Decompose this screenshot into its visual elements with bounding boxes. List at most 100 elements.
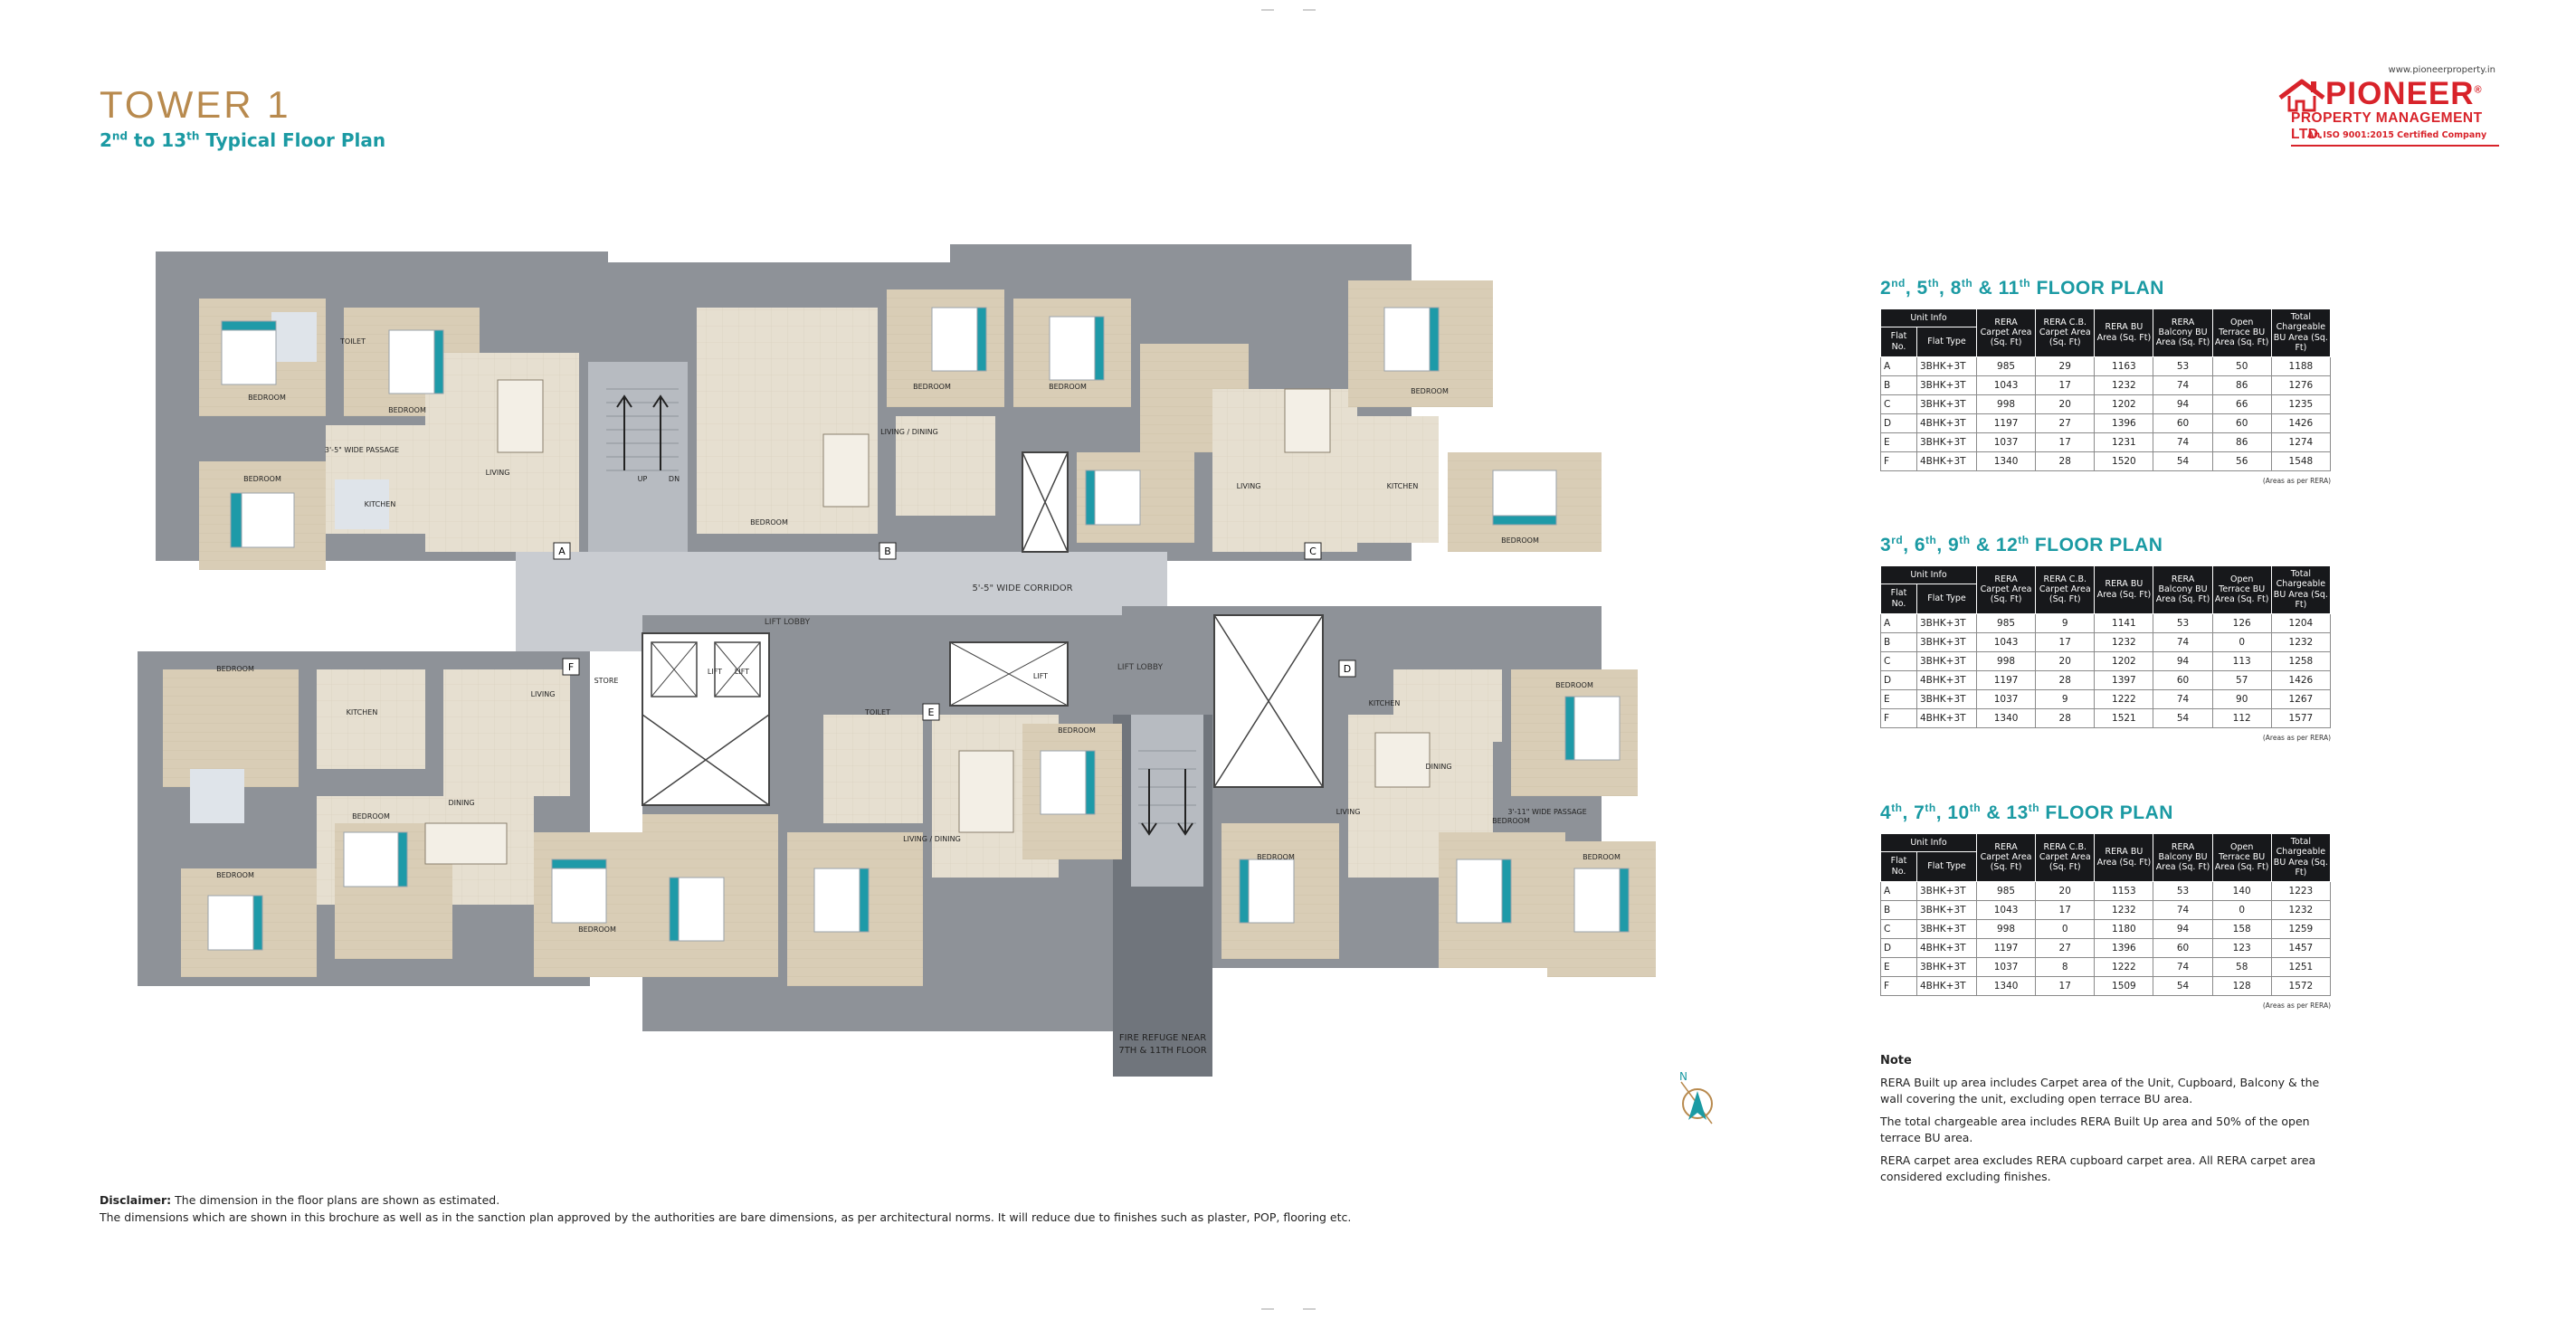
svg-text:BEDROOM: BEDROOM	[1049, 383, 1087, 391]
svg-text:TOILET: TOILET	[864, 708, 890, 716]
header-flat-type: Flat Type	[1916, 327, 1977, 357]
area-cell: 53	[2153, 612, 2213, 633]
area-cell: 28	[2035, 707, 2096, 728]
area-cell: 56	[2211, 451, 2272, 471]
svg-text:BEDROOM: BEDROOM	[243, 475, 281, 483]
flat-type-cell: 3BHK+3T	[1916, 631, 1977, 652]
area-cell: 1340	[1975, 707, 2037, 728]
svg-text:KITCHEN: KITCHEN	[1369, 699, 1401, 707]
area-cell: 1548	[2270, 451, 2332, 471]
svg-text:LIVING: LIVING	[1237, 482, 1261, 490]
area-cell: 0	[2211, 899, 2272, 920]
svg-text:LIFT: LIFT	[1033, 672, 1048, 680]
area-cell: 1457	[2270, 937, 2332, 958]
rera-footnote: (Areas as per RERA)	[2262, 1001, 2331, 1010]
area-cell: 0	[2211, 631, 2272, 652]
area-cell: 1204	[2270, 612, 2332, 633]
area-cell: 94	[2153, 650, 2213, 671]
svg-text:KITCHEN: KITCHEN	[365, 500, 396, 508]
flat-no-cell: F	[1880, 707, 1917, 728]
furniture-dining	[424, 379, 1431, 865]
header-flat-type: Flat Type	[1916, 584, 1977, 614]
unit-markers: A B C D E F	[553, 542, 1356, 721]
area-cell: 17	[2035, 631, 2096, 652]
header-balcony-bu: RERA Balcony BU Area (Sq. Ft)	[2153, 308, 2213, 357]
area-cell: 1180	[2094, 918, 2154, 939]
area-cell: 20	[2035, 394, 2096, 414]
header-cb-carpet: RERA C.B. Carpet Area (Sq. Ft)	[2035, 308, 2096, 357]
flat-type-cell: 3BHK+3T	[1916, 394, 1977, 414]
area-cell: 998	[1975, 650, 2037, 671]
area-cell: 1202	[2094, 650, 2154, 671]
area-cell: 28	[2035, 669, 2096, 690]
area-cell: 1577	[2270, 707, 2332, 728]
note-item: RERA carpet area excludes RERA cupboard …	[1880, 1153, 2316, 1183]
area-cell: 1572	[2270, 975, 2332, 996]
area-cell: 1037	[1975, 956, 2037, 977]
header-rera-carpet: RERA Carpet Area (Sq. Ft)	[1975, 308, 2037, 357]
area-cell: 1267	[2270, 688, 2332, 709]
flat-type-cell: 3BHK+3T	[1916, 899, 1977, 920]
area-cell: 74	[2153, 631, 2213, 652]
area-cell: 53	[2153, 880, 2213, 901]
area-cell: 1276	[2270, 375, 2332, 395]
area-cell: 1259	[2270, 918, 2332, 939]
area-cell: 985	[1975, 880, 2037, 901]
svg-text:3'-5" WIDE PASSAGE: 3'-5" WIDE PASSAGE	[325, 446, 399, 454]
header-bu-area: RERA BU Area (Sq. Ft)	[2094, 308, 2154, 357]
area-cell: 20	[2035, 880, 2096, 901]
floor-table-title-1: 2nd, 5th, 8th & 11th FLOOR PLAN	[1880, 277, 2164, 299]
svg-text:BEDROOM: BEDROOM	[248, 394, 286, 402]
flat-no-cell: B	[1880, 375, 1917, 395]
area-cell: 140	[2211, 880, 2272, 901]
area-cell: 74	[2153, 432, 2213, 452]
flat-type-cell: 3BHK+3T	[1916, 375, 1977, 395]
area-cell: 1396	[2094, 413, 2154, 433]
area-cell: 60	[2211, 413, 2272, 433]
iso-certification: An ISO 9001:2015 Certified Company	[2307, 130, 2487, 140]
area-cell: 9	[2035, 612, 2096, 633]
flat-type-cell: 3BHK+3T	[1916, 688, 1977, 709]
flat-no-cell: A	[1880, 612, 1917, 633]
area-cell: 1232	[2094, 631, 2154, 652]
svg-text:LIFT: LIFT	[708, 668, 722, 676]
area-cell: 86	[2211, 432, 2272, 452]
disclaimer: Disclaimer: The dimension in the floor p…	[100, 1192, 1511, 1227]
area-cell: 1231	[2094, 432, 2154, 452]
flat-no-cell: E	[1880, 956, 1917, 977]
svg-text:BEDROOM: BEDROOM	[1555, 681, 1593, 689]
area-cell: 54	[2153, 975, 2213, 996]
svg-text:BEDROOM: BEDROOM	[1411, 387, 1449, 395]
header-balcony-bu: RERA Balcony BU Area (Sq. Ft)	[2153, 833, 2213, 882]
area-cell: 94	[2153, 918, 2213, 939]
area-cell: 985	[1975, 356, 2037, 376]
area-cell: 53	[2153, 356, 2213, 376]
area-cell: 985	[1975, 612, 2037, 633]
area-cell: 1037	[1975, 432, 2037, 452]
svg-text:BEDROOM: BEDROOM	[388, 406, 426, 414]
area-cell: 1197	[1975, 669, 2037, 690]
header-rera-carpet: RERA Carpet Area (Sq. Ft)	[1975, 565, 2037, 614]
crop-mark	[1261, 1308, 1274, 1310]
svg-text:BEDROOM: BEDROOM	[1058, 726, 1096, 735]
svg-text:DINING: DINING	[448, 799, 474, 807]
area-cell: 0	[2035, 918, 2096, 939]
area-cell: 54	[2153, 707, 2213, 728]
furniture-beds	[207, 307, 1630, 951]
header-unit-info: Unit Info	[1880, 565, 1977, 585]
area-cell: 1222	[2094, 956, 2154, 977]
area-cell: 57	[2211, 669, 2272, 690]
area-cell: 60	[2153, 669, 2213, 690]
area-cell: 60	[2153, 937, 2213, 958]
area-cell: 17	[2035, 899, 2096, 920]
refuge-label-2: 7TH & 11TH FLOOR	[1118, 1046, 1206, 1056]
disclaimer-line-2: The dimensions which are shown in this b…	[100, 1210, 1352, 1224]
area-cell: 1222	[2094, 688, 2154, 709]
